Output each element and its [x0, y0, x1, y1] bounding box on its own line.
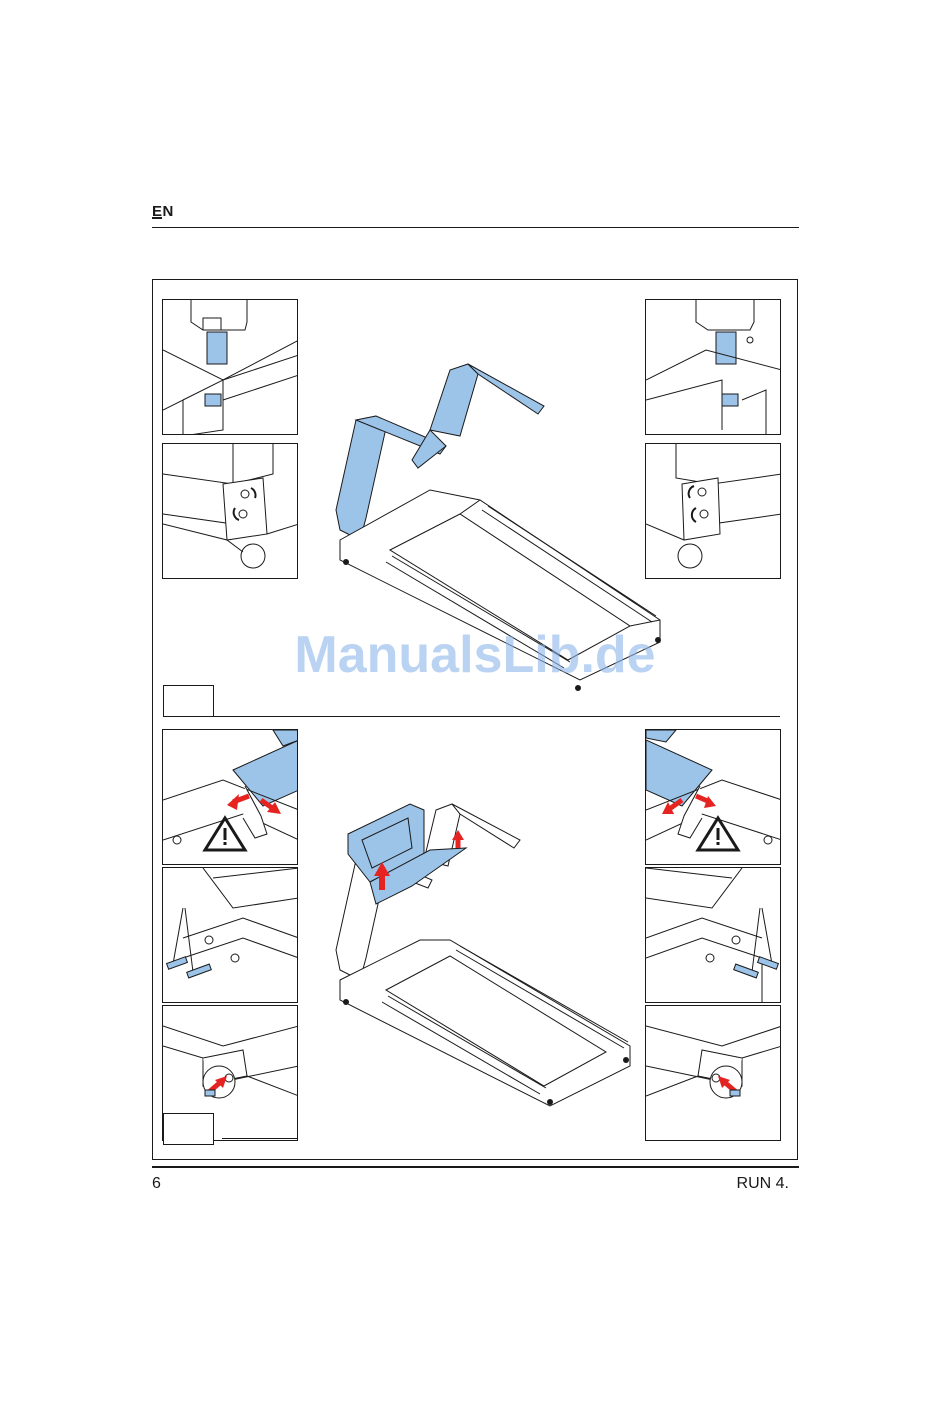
cable-connect-left-illustration — [163, 730, 298, 865]
step-number-box-1 — [163, 685, 214, 717]
cable-connect-right-illustration — [646, 730, 781, 865]
screws-insert-left-illustration — [163, 868, 298, 1003]
page-number: 6 — [152, 1175, 161, 1193]
screws-insert-right-illustration — [646, 868, 781, 1003]
detail-panel-bottom-right-3 — [645, 1005, 781, 1141]
language-underline — [152, 217, 162, 219]
warning-triangle-icon — [205, 818, 245, 850]
upright-insert-left-illustration — [163, 300, 298, 435]
footer-rule — [152, 1166, 799, 1168]
warning-triangle-icon — [698, 818, 738, 850]
model-name: RUN 4. — [737, 1175, 789, 1193]
detail-panel-bottom-left-1 — [162, 729, 298, 865]
treadmill-console-illustration — [300, 790, 650, 1110]
bolt-tighten-left-illustration — [163, 444, 298, 579]
detail-panel-top-left-2 — [162, 443, 298, 579]
detail-panel-bottom-right-2 — [645, 867, 781, 1003]
screw-tighten-right-illustration — [646, 1006, 781, 1141]
detail-panel-bottom-right-1 — [645, 729, 781, 865]
step-divider — [214, 716, 780, 717]
detail-panel-bottom-left-2 — [162, 867, 298, 1003]
step-divider-2 — [222, 1138, 298, 1139]
watermark-text: ManualsLib.de — [0, 625, 950, 685]
step-number-box-2 — [163, 1113, 214, 1145]
header-rule — [152, 227, 799, 228]
detail-panel-top-left-1 — [162, 299, 298, 435]
